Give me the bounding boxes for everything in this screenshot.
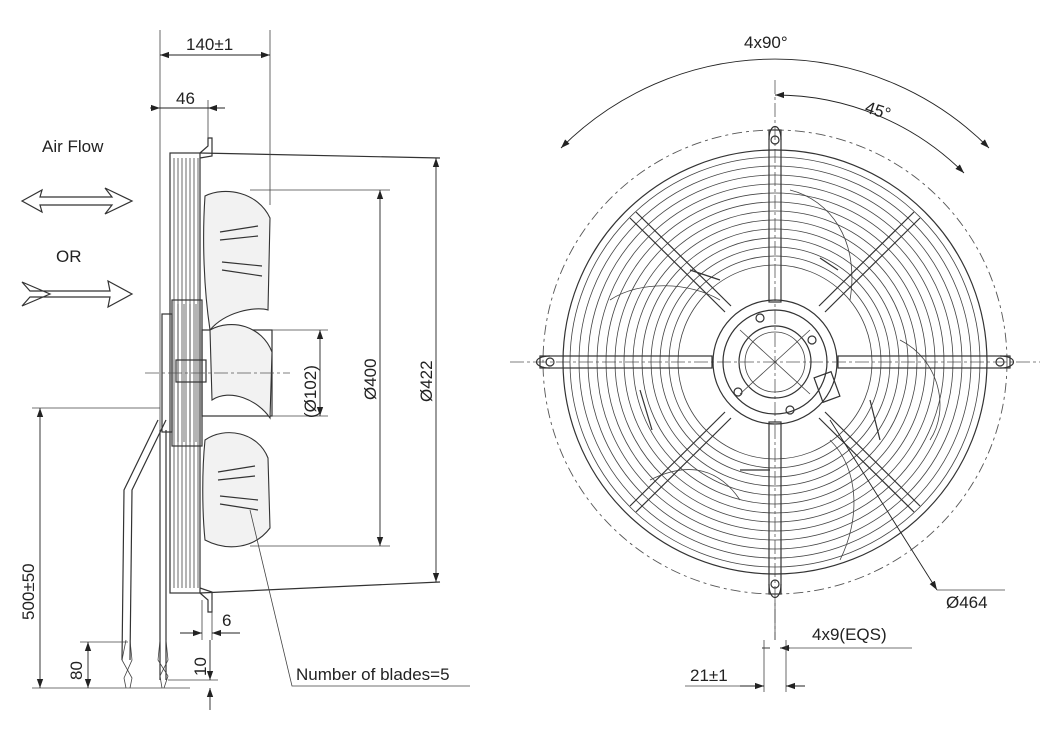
dim-guard-depth-label: 46 — [176, 89, 195, 108]
airflow-arrow-right — [21, 279, 134, 309]
dim-flange-thickness-label: 6 — [222, 611, 231, 630]
guard-ring-profile — [169, 137, 441, 613]
front-hub — [712, 299, 841, 425]
guard-spokes — [629, 211, 921, 513]
dim-strip-length-label: 10 — [191, 657, 210, 676]
dim-lead-length-label: 80 — [67, 661, 86, 680]
dim-blade-diameter-label: Ø400 — [361, 358, 380, 400]
cable — [121, 419, 169, 689]
dim-overall-depth-label: 140±1 — [186, 35, 233, 54]
dim-hub-diameter: (Ø102) — [272, 329, 328, 418]
dim-angle-total-label: 4x90° — [744, 33, 788, 52]
dim-cable-length: 500±50 — [19, 407, 190, 689]
dim-guard-depth: 46 — [150, 89, 225, 138]
dim-lead-length: 80 — [67, 641, 128, 688]
dim-cable-length-label: 500±50 — [19, 563, 38, 620]
dim-foot-width: 21±1 — [685, 640, 805, 692]
side-view: Air Flow OR 140±1 46 (Ø102) — [19, 30, 470, 710]
blade-outlines — [609, 189, 941, 561]
dim-hub-diameter-label: (Ø102) — [301, 365, 320, 418]
dim-mounting-diameter: Ø464 — [829, 419, 1005, 612]
airflow-arrow-left — [20, 187, 134, 215]
dim-mounting-diameter-label: Ø464 — [946, 593, 988, 612]
blades-note-label: Number of blades=5 — [296, 665, 450, 684]
blades-note: Number of blades=5 — [249, 509, 470, 687]
airflow-label: Air Flow — [42, 137, 104, 156]
dim-mounting-holes: 4x9(EQS) — [762, 625, 912, 652]
front-view: 4x90° 45° Ø464 4x9(EQS) 21±1 — [510, 33, 1040, 692]
dim-ring-diameter: Ø422 — [417, 158, 440, 582]
airflow-or-label: OR — [56, 247, 82, 266]
dim-mounting-holes-label: 4x9(EQS) — [812, 625, 887, 644]
dim-angle-half: 45° — [774, 91, 965, 174]
dim-strip-length: 10 — [168, 640, 218, 710]
dim-foot-width-label: 21±1 — [690, 666, 728, 685]
fan-blades — [202, 190, 273, 548]
dim-blade-diameter: Ø400 — [250, 189, 390, 547]
dim-flange-thickness: 6 — [180, 600, 240, 640]
dim-ring-diameter-label: Ø422 — [417, 360, 436, 402]
